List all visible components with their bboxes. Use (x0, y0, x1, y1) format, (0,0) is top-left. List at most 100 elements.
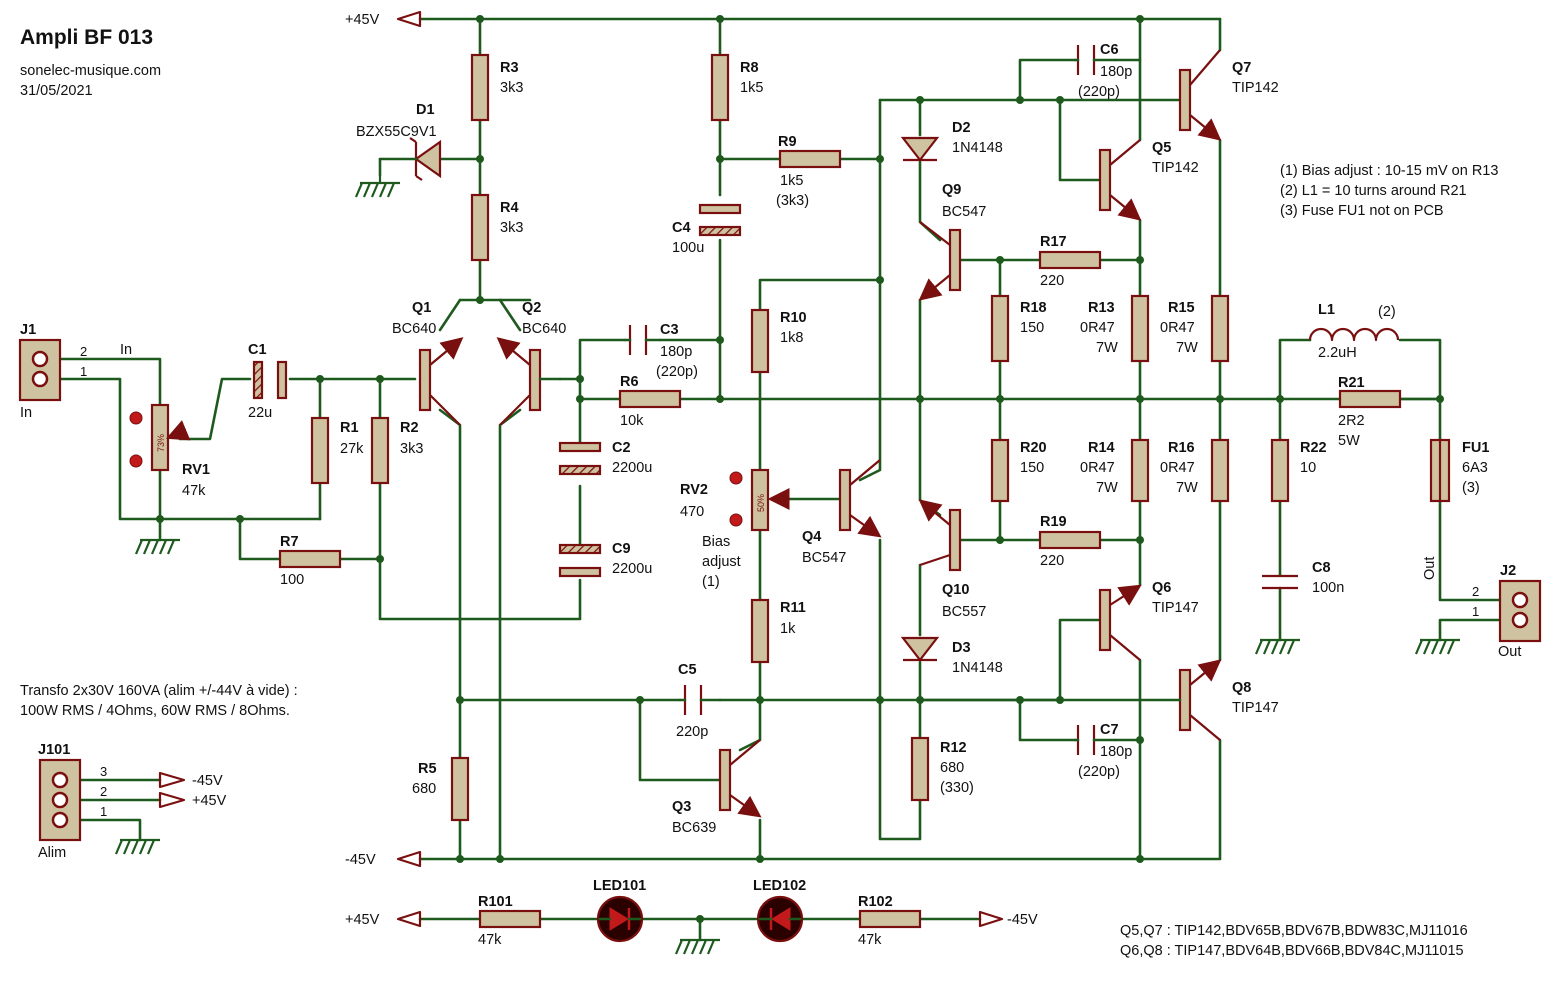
svg-text:150: 150 (1020, 460, 1044, 476)
svg-text:1k5: 1k5 (780, 173, 803, 189)
svg-text:47k: 47k (182, 483, 206, 499)
svg-text:R9: R9 (778, 134, 797, 150)
capacitor-c1 (252, 360, 264, 400)
grounds (114, 175, 1460, 955)
capacitor-c5 (683, 685, 703, 715)
transistor-q8 (1058, 659, 1222, 741)
svg-text:R3: R3 (500, 60, 519, 76)
j101-pos-label: +45V (192, 793, 227, 809)
svg-text:L1: L1 (1318, 302, 1335, 318)
power-labels: +45V -45V +45V -45V -45V +45V (158, 10, 1038, 928)
transistor-q1 (418, 337, 464, 426)
svg-text:R5: R5 (418, 761, 437, 777)
pos-led-label: +45V (345, 912, 380, 928)
svg-text:3: 3 (100, 764, 107, 779)
resistor-r6 (618, 389, 682, 409)
svg-text:3k3: 3k3 (500, 80, 523, 96)
svg-text:7W: 7W (1096, 340, 1118, 356)
svg-text:C9: C9 (612, 541, 631, 557)
svg-text:R11: R11 (780, 600, 806, 616)
svg-text:R8: R8 (740, 60, 759, 76)
svg-text:Q8: Q8 (1232, 680, 1251, 696)
svg-text:R15: R15 (1168, 300, 1195, 316)
capacitor-c6 (1076, 45, 1096, 75)
pos-rail-label-top: +45V (345, 12, 380, 28)
capacitor-c2 (558, 441, 602, 453)
svg-text:LED102: LED102 (753, 878, 806, 894)
svg-text:1k5: 1k5 (740, 80, 763, 96)
svg-text:Q6: Q6 (1152, 580, 1171, 596)
svg-text:Q7: Q7 (1232, 60, 1251, 76)
svg-text:180p: 180p (1100, 64, 1132, 80)
capacitor-c8 (1262, 574, 1298, 590)
svg-text:(1): (1) (702, 574, 720, 590)
svg-text:C3: C3 (660, 322, 679, 338)
junctions (156, 15, 1444, 923)
equivalents-2: Q6,Q8 : TIP147,BDV64B,BDV66B,BDV84C,MJ11… (1120, 943, 1464, 959)
transistor-q9 (918, 221, 962, 301)
svg-text:1k8: 1k8 (780, 330, 803, 346)
svg-text:R1: R1 (340, 420, 359, 436)
svg-text:220: 220 (1040, 553, 1064, 569)
connector-j1 (18, 338, 62, 402)
potentiometers: 73% 50% (129, 403, 790, 532)
capacitor-c4 (698, 203, 742, 215)
svg-text:In: In (20, 405, 32, 421)
svg-text:D3: D3 (952, 640, 971, 656)
svg-text:adjust: adjust (702, 554, 741, 570)
resistor-r11 (750, 598, 770, 664)
svg-text:2: 2 (80, 344, 87, 359)
svg-text:C1: C1 (248, 342, 267, 358)
led-led102 (756, 895, 804, 943)
svg-text:2: 2 (1472, 584, 1479, 599)
svg-text:R18: R18 (1020, 300, 1047, 316)
svg-text:R7: R7 (280, 534, 299, 550)
svg-text:(330): (330) (940, 780, 974, 796)
svg-text:1: 1 (100, 804, 107, 819)
svg-text:TIP147: TIP147 (1152, 600, 1199, 616)
resistor-r12 (910, 736, 930, 802)
pos-led-arrow (396, 910, 422, 928)
svg-text:2.2uH: 2.2uH (1318, 345, 1357, 361)
resistor-r101 (478, 909, 542, 929)
svg-text:50%: 50% (756, 494, 766, 512)
svg-text:47k: 47k (858, 932, 882, 948)
svg-text:R4: R4 (500, 200, 519, 216)
resistor-r17 (1038, 250, 1102, 270)
j101-neg-label: -45V (192, 773, 223, 789)
svg-text:0R47: 0R47 (1160, 320, 1195, 336)
svg-text:Q4: Q4 (802, 529, 821, 545)
svg-text:Q10: Q10 (942, 582, 969, 598)
labels: Ampli BF 013 sonelec-musique.com 31/05/2… (20, 26, 1521, 959)
svg-text:100n: 100n (1312, 580, 1344, 596)
resistor-r4 (470, 193, 490, 262)
svg-text:2200u: 2200u (612, 460, 652, 476)
resistor-r19 (1038, 530, 1102, 550)
transfo-note-1: Transfo 2x30V 160VA (alim +/-44V à vide)… (20, 683, 298, 699)
svg-text:R2: R2 (400, 420, 419, 436)
resistor-r2 (370, 416, 390, 485)
ground-icon (1414, 638, 1460, 655)
svg-text:R22: R22 (1300, 440, 1327, 456)
resistor-r14 (1130, 438, 1150, 503)
svg-text:(3): (3) (1462, 480, 1480, 496)
svg-text:Q3: Q3 (672, 799, 691, 815)
svg-text:TIP142: TIP142 (1152, 160, 1199, 176)
svg-text:J2: J2 (1500, 563, 1516, 579)
svg-text:R19: R19 (1040, 514, 1067, 530)
svg-text:BC639: BC639 (672, 820, 716, 836)
svg-text:R16: R16 (1168, 440, 1195, 456)
resistor-r16 (1210, 438, 1230, 503)
svg-text:1N4148: 1N4148 (952, 660, 1003, 676)
svg-text:BC547: BC547 (802, 550, 846, 566)
ground-icon (114, 838, 160, 855)
svg-text:(220p): (220p) (656, 364, 698, 380)
svg-text:R6: R6 (620, 374, 639, 390)
svg-text:J101: J101 (38, 742, 70, 758)
transistor-q3 (718, 739, 762, 818)
svg-text:Q2: Q2 (522, 300, 541, 316)
svg-text:R21: R21 (1338, 375, 1365, 391)
resistor-r15 (1210, 294, 1230, 363)
